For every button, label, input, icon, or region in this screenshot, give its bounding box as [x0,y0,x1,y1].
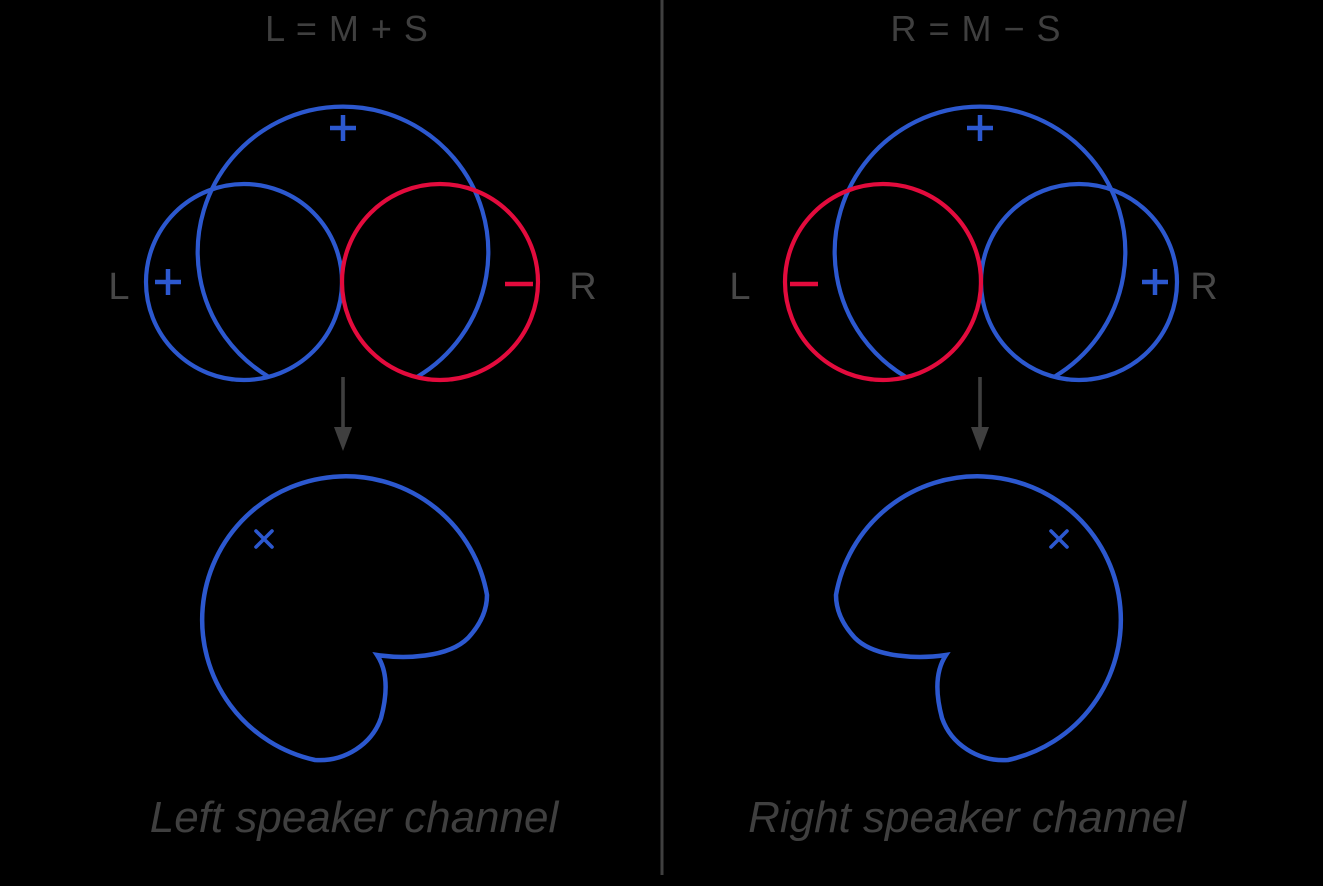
left-panel-r-label: R [569,266,596,308]
right-panel-r-label: R [1190,266,1217,308]
left-panel-title: L = M + S [265,8,429,49]
left-panel-caption: Left speaker channel [150,793,560,842]
right-panel-caption: Right speaker channel [748,793,1187,842]
left-channel-diagram [146,107,538,760]
left-panel-l-label: L [108,266,129,308]
right-channel-diagram [785,107,1177,760]
right-panel-l-label: L [729,266,750,308]
right-panel-title: R = M − S [890,8,1061,49]
